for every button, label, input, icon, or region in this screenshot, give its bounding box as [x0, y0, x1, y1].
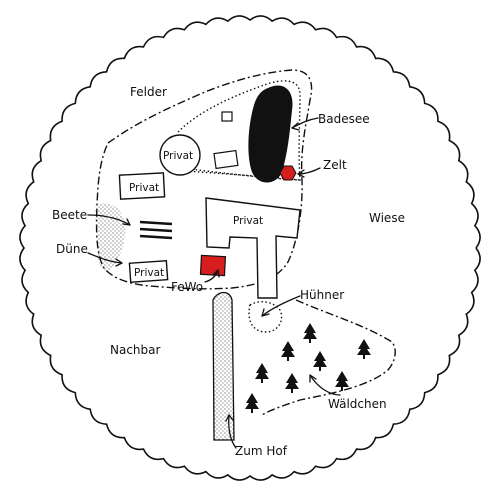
beete-beds	[139, 220, 173, 240]
scalloped-border	[19, 15, 481, 481]
badesee-lake	[248, 85, 293, 183]
tree-icon	[357, 339, 371, 359]
tree-icon	[335, 371, 349, 391]
scallop-ring	[19, 15, 481, 481]
label-beete: Beete	[52, 208, 87, 222]
privat-circle-building	[159, 134, 201, 176]
label-waeldchen: Wäldchen	[328, 397, 387, 411]
arrows	[87, 117, 341, 449]
label-privat-small: Privat	[134, 267, 164, 279]
label-wiese: Wiese	[369, 211, 405, 225]
label-nachbar: Nachbar	[110, 343, 161, 357]
road-zum-hof	[212, 291, 235, 441]
zelt-tent	[279, 165, 297, 181]
label-zum-hof: Zum Hof	[235, 444, 288, 458]
duene-dune	[94, 202, 126, 272]
privat-small-building	[128, 259, 169, 283]
label-zelt: Zelt	[323, 158, 347, 172]
tree-icon	[255, 363, 269, 383]
shed-medium	[213, 149, 239, 170]
tree-icon	[303, 323, 317, 343]
label-privat-circle: Privat	[163, 150, 193, 162]
tree-icon	[313, 351, 327, 371]
tree-icon	[281, 341, 295, 361]
huehner-enclosure	[248, 301, 283, 333]
label-fewo: FeWo	[171, 280, 203, 294]
shed-small	[221, 111, 233, 122]
dotted-path-lake	[177, 80, 301, 181]
fewo-building	[199, 254, 227, 277]
label-duene: Düne	[56, 242, 88, 256]
label-huehner: Hühner	[300, 288, 344, 302]
tree-icon	[245, 393, 259, 413]
waeldchen-boundary	[261, 299, 396, 416]
privat-left-building	[118, 172, 166, 200]
trees	[245, 323, 371, 413]
label-felder: Felder	[130, 85, 167, 99]
tree-icon	[285, 373, 299, 393]
privat-main-building	[205, 197, 301, 299]
label-privat-left: Privat	[129, 182, 159, 194]
label-badesee: Badesee	[318, 112, 370, 126]
label-privat-main: Privat	[233, 215, 263, 227]
